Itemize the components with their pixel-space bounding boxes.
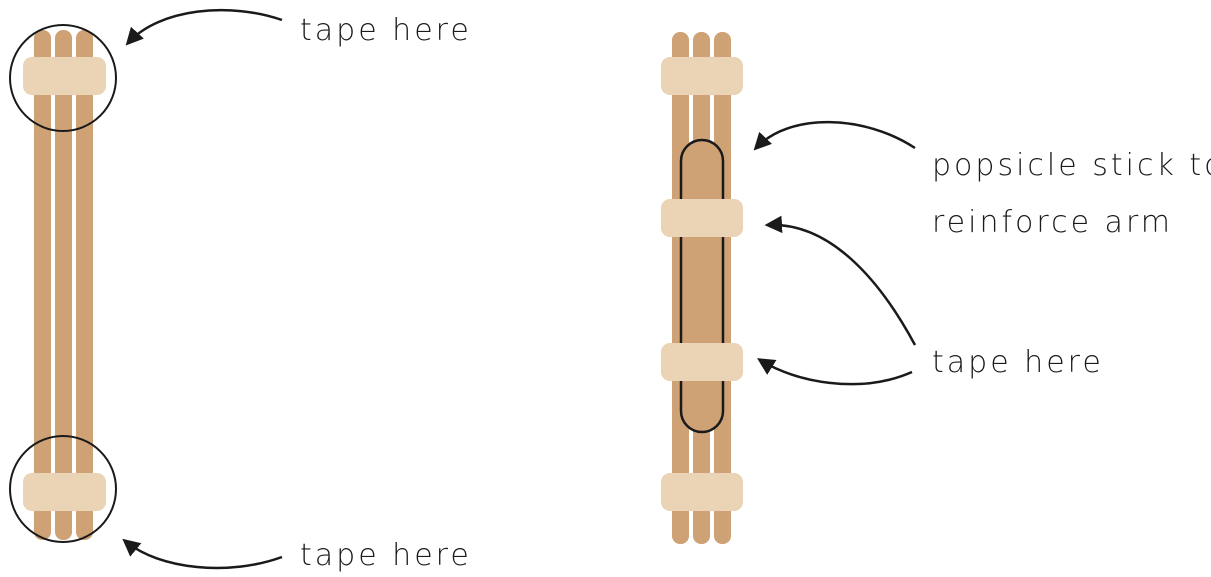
right-stick-bundle bbox=[661, 32, 743, 544]
right-tape-1 bbox=[661, 57, 743, 95]
left-bottom-highlight-circle bbox=[9, 435, 117, 543]
left-stick-1 bbox=[34, 30, 51, 540]
left-stick-3 bbox=[76, 30, 93, 540]
tape-arrow-lower bbox=[757, 358, 913, 386]
left-top-highlight-circle bbox=[9, 24, 117, 132]
left-top-tape-label: tape here bbox=[300, 13, 472, 48]
left-top-arrow bbox=[125, 8, 283, 46]
left-stick-bundle bbox=[23, 30, 106, 540]
left-bottom-arrow bbox=[122, 538, 283, 570]
left-stick-2 bbox=[55, 30, 72, 540]
left-tape-top bbox=[23, 57, 106, 95]
right-tape-4 bbox=[661, 473, 743, 511]
right-tape-label: tape here bbox=[932, 345, 1104, 380]
reinforcement-popsicle-stick bbox=[679, 138, 725, 434]
right-tape-2 bbox=[661, 199, 743, 237]
left-bottom-tape-label: tape here bbox=[300, 538, 472, 573]
reinforce-label-line2: reinforce arm bbox=[932, 205, 1173, 240]
reinforce-arrow bbox=[753, 120, 916, 151]
reinforce-label-line1: popsicle stick to bbox=[932, 148, 1211, 183]
tape-arrow-upper bbox=[764, 215, 917, 346]
left-tape-bottom bbox=[23, 473, 106, 511]
right-tape-3 bbox=[661, 343, 743, 381]
